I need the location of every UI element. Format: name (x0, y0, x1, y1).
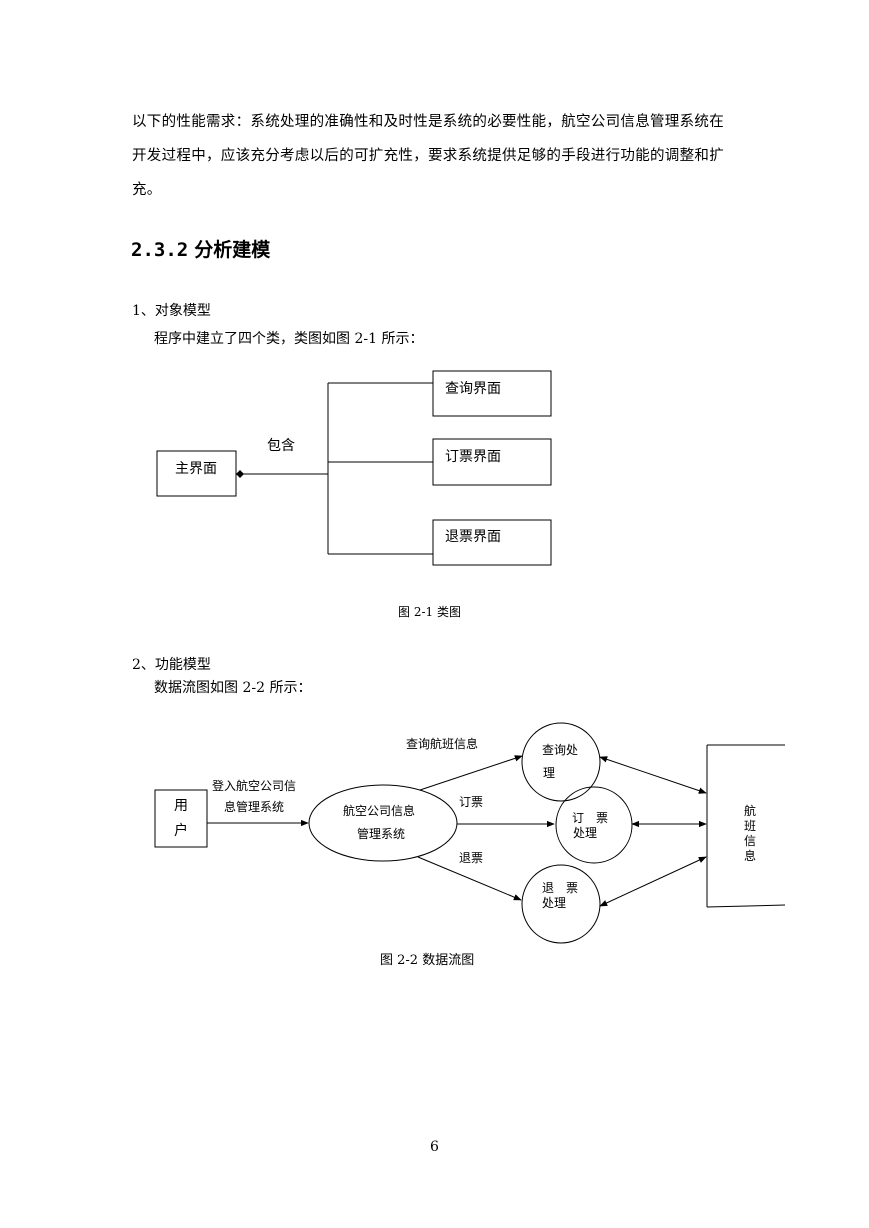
relation-label: 包含 (267, 438, 295, 454)
refund-flow-label: 退票 (459, 851, 483, 865)
booking-process-label: 订 票 (572, 811, 608, 825)
user-label-line: 用 (174, 798, 188, 814)
object-model-heading: 1、对象模型 (132, 303, 211, 319)
query-store-arrow (599, 756, 707, 794)
refund-store-arrow (599, 856, 707, 907)
query-process-label: 查询处 (542, 743, 578, 757)
paragraph-line: 充。 (132, 182, 162, 198)
refund-interface-box (432, 519, 552, 566)
login-flow-label: 登入航空公司信 (212, 778, 296, 793)
body-paragraph: 以下的性能需求：系统处理的准确性和及时性是系统的必要性能，航空公司信息管理系统在… (132, 105, 742, 207)
functional-model-intro: 数据流图如图 2-2 所示： (154, 680, 312, 696)
main-interface-label: 主界面 (175, 461, 217, 477)
datastore-label-char: 息 (744, 848, 756, 863)
datastore-label-char: 班 (744, 819, 756, 833)
refund-flow-arrow (417, 856, 522, 901)
query-flow-label: 查询航班信息 (406, 736, 478, 751)
datastore-bottom-edge (706, 904, 786, 908)
login-flow-label: 息管理系统 (224, 799, 284, 814)
booking-process-circle (555, 786, 633, 864)
booking-interface-label: 订票界面 (445, 449, 501, 465)
query-interface-label: 查询界面 (445, 381, 501, 397)
page-number: 6 (430, 1139, 439, 1155)
booking-process-label: 处理 (573, 826, 597, 840)
refund-process-label: 处理 (542, 896, 566, 910)
section-title: 分析建模 (194, 239, 271, 261)
datastore-label-char: 信 (744, 834, 756, 848)
query-process-circle (521, 722, 601, 802)
user-entity-box (154, 789, 208, 848)
system-process-ellipse (308, 784, 458, 862)
query-flow-arrow (419, 755, 523, 791)
object-model-intro: 程序中建立了四个类，类图如图 2-1 所示： (154, 331, 424, 347)
figure-caption-2-2: 图 2-2 数据流图 (380, 953, 475, 968)
system-label-line: 航空公司信息 (343, 803, 415, 818)
main-interface-box (156, 450, 237, 497)
refund-interface-label: 退票界面 (445, 529, 501, 545)
paragraph-line: 以下的性能需求：系统处理的准确性和及时性是系统的必要性能，航空公司信息管理系统在 (132, 114, 724, 130)
system-label-line: 管理系统 (357, 826, 405, 841)
refund-process-label: 退 票 (542, 881, 578, 895)
book-flow-label: 订票 (459, 795, 483, 809)
composition-diamond (236, 470, 244, 478)
paragraph-line: 开发过程中，应该充分考虑以后的可扩充性，要求系统提供足够的手段进行功能的调整和扩 (132, 148, 724, 164)
section-number: 2.3.2 (131, 239, 189, 261)
user-label-line: 户 (174, 822, 188, 839)
figure-caption-2-1: 图 2-1 类图 (398, 605, 461, 619)
datastore-label-char: 航 (744, 803, 756, 818)
query-process-label: 理 (543, 766, 555, 780)
functional-model-heading: 2、功能模型 (132, 657, 211, 673)
query-interface-box (432, 370, 552, 417)
